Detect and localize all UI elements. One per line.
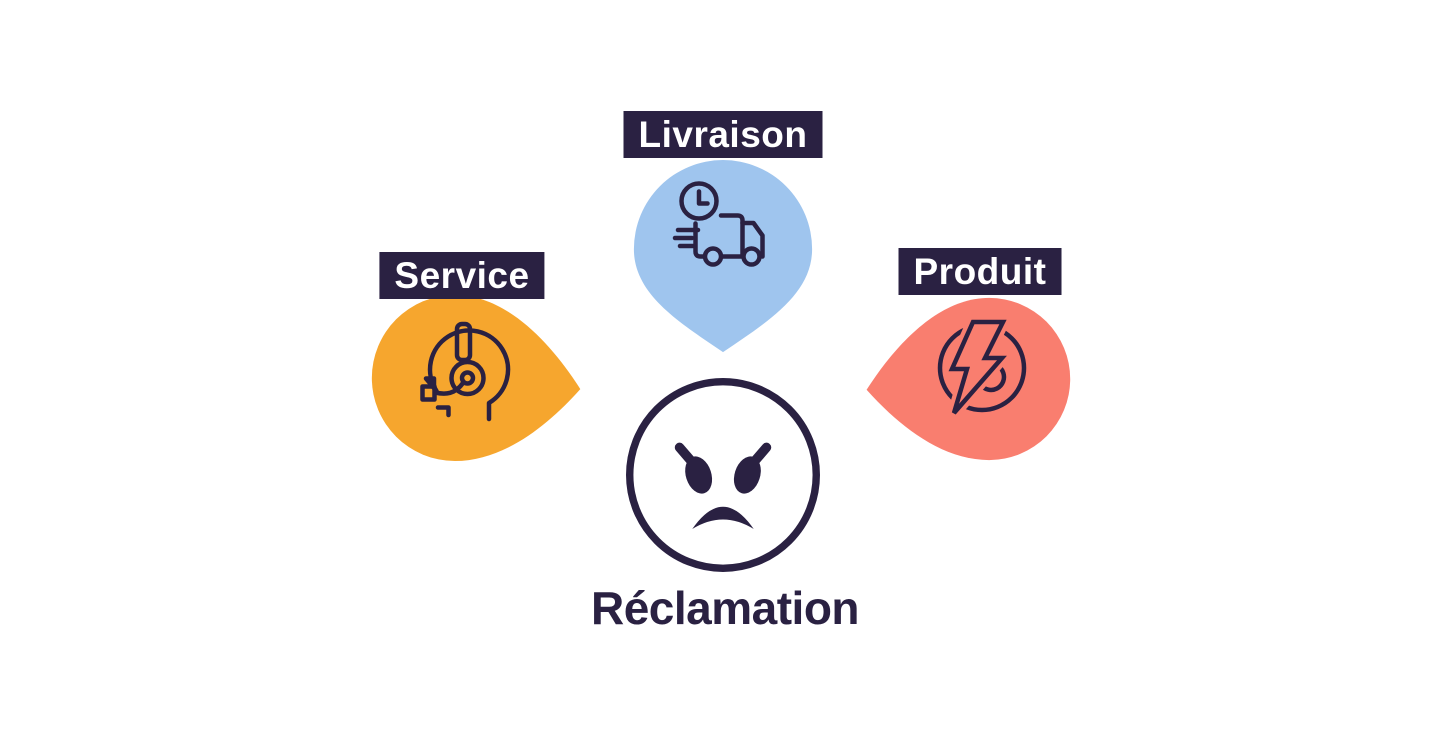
clock-face — [679, 181, 719, 221]
label-service: Service — [379, 252, 545, 299]
clock-hands — [696, 189, 710, 206]
truck-box-top — [718, 213, 745, 259]
angry-face-icon — [626, 378, 820, 572]
right-eye — [733, 456, 761, 494]
agent-head — [423, 328, 511, 422]
delivery-truck-icon — [672, 181, 765, 267]
bolt-outline — [948, 319, 1007, 415]
truck-wheel-front — [741, 246, 762, 267]
headset-earcup-center — [459, 370, 476, 386]
face-outline — [626, 378, 820, 572]
label-produit: Produit — [898, 248, 1062, 295]
center-label: Réclamation — [590, 582, 860, 634]
label-livraison: Livraison — [623, 111, 823, 158]
headset-earcup — [449, 359, 486, 397]
truck-box-left — [693, 221, 707, 259]
left-eye — [685, 456, 713, 494]
headset-agent-icon — [420, 321, 511, 422]
mic-boom — [432, 380, 466, 396]
mic-capsule — [420, 384, 437, 402]
frown-mouth — [692, 506, 754, 530]
truck-cab — [740, 220, 765, 259]
power-bolt-icon — [937, 315, 1027, 420]
pin-fill-service — [371, 294, 581, 462]
truck-wheel-rear — [702, 246, 724, 267]
headset-band — [454, 321, 473, 363]
mic-bracket — [435, 405, 451, 418]
pin-shape-service — [371, 294, 581, 462]
